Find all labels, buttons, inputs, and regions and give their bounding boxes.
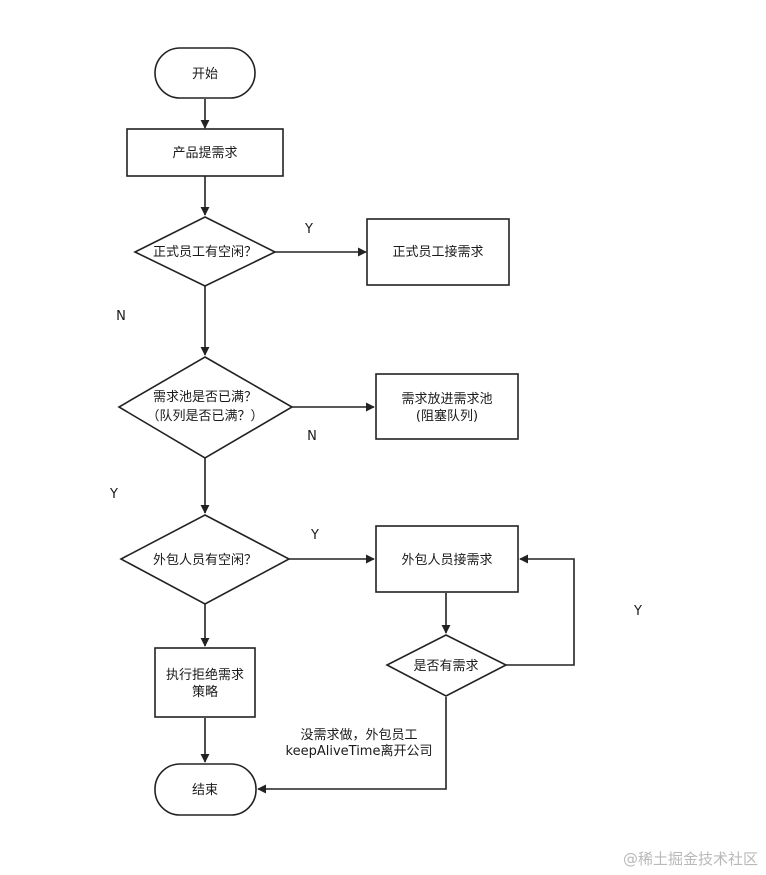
end-node: 结束 xyxy=(154,763,257,816)
outsource-take-node: 外包人员接需求 xyxy=(375,525,519,593)
label-outsource-yes: Y xyxy=(310,528,319,543)
pool-put-line1: 需求放进需求池 xyxy=(401,392,492,407)
label-loop-yes: Y xyxy=(633,604,642,619)
start-node: 开始 xyxy=(154,47,256,99)
label-fulltime-yes: Y xyxy=(304,222,313,237)
fulltime-decision: 正式员工有空闲？ xyxy=(133,216,277,287)
label-pool-no: N xyxy=(307,429,317,444)
fulltime-take-label: 正式员工接需求 xyxy=(392,244,483,260)
label-timeout-line2: keepAliveTime离开公司 xyxy=(286,743,433,759)
pool-decision-line1: 需求池是否已满？ xyxy=(153,390,257,405)
has-request-decision: 是否有需求 xyxy=(385,634,508,697)
pool-decision: 需求池是否已满？ （队列是否已满？） xyxy=(117,356,294,459)
pool-put-line2: (阻塞队列) xyxy=(416,408,478,424)
reject-node: 执行拒绝需求 策略 xyxy=(154,647,256,718)
outsource-decision: 外包人员有空闲？ xyxy=(119,514,291,605)
watermark: @稀土掘金技术社区 xyxy=(622,850,758,868)
pool-decision-line2: （队列是否已满？） xyxy=(146,409,263,424)
has-request-label: 是否有需求 xyxy=(413,659,478,674)
start-label: 开始 xyxy=(192,67,218,82)
label-timeout-line1: 没需求做，外包员工 xyxy=(300,728,417,743)
request-node: 产品提需求 xyxy=(126,128,284,177)
fulltime-decision-label: 正式员工有空闲？ xyxy=(153,245,257,260)
end-label: 结束 xyxy=(192,783,218,798)
label-pool-yes: Y xyxy=(109,487,118,502)
reject-line1: 执行拒绝需求 xyxy=(166,667,244,683)
edge-timeout-to-end xyxy=(257,697,447,794)
fulltime-take-node: 正式员工接需求 xyxy=(366,218,510,286)
reject-line2: 策略 xyxy=(192,684,218,700)
outsource-decision-label: 外包人员有空闲？ xyxy=(153,553,257,568)
edge-loop-yes xyxy=(506,554,575,666)
label-fulltime-no: N xyxy=(116,309,126,324)
outsource-take-label: 外包人员接需求 xyxy=(401,552,492,568)
request-label: 产品提需求 xyxy=(172,145,237,161)
pool-put-node: 需求放进需求池 (阻塞队列) xyxy=(375,373,519,440)
